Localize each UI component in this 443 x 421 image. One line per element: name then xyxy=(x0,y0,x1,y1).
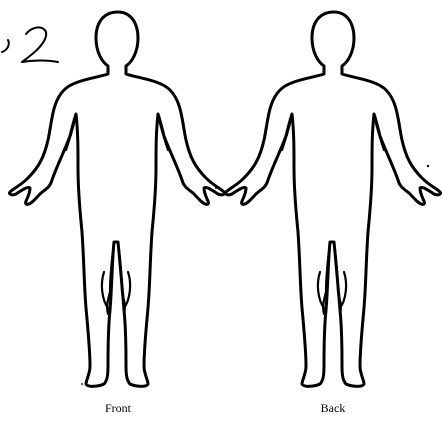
front-silhouette xyxy=(9,12,224,386)
back-label: Back xyxy=(321,401,346,415)
back-right-leg-inner xyxy=(334,242,341,314)
front-right-arm-inner xyxy=(158,114,168,150)
scan-speck xyxy=(81,383,83,385)
front-body-outline xyxy=(9,12,224,386)
front-left-arm-inner xyxy=(66,114,76,150)
front-right-leg-inner xyxy=(118,242,125,314)
front-label: Front xyxy=(105,401,132,415)
back-body-outline xyxy=(225,12,440,386)
back-left-arm-inner xyxy=(282,114,292,150)
back-right-arm-inner xyxy=(374,114,384,150)
scan-speck xyxy=(427,165,429,167)
back-silhouette xyxy=(225,12,440,386)
handwritten-mark xyxy=(2,27,58,62)
scan-speck xyxy=(215,187,217,189)
